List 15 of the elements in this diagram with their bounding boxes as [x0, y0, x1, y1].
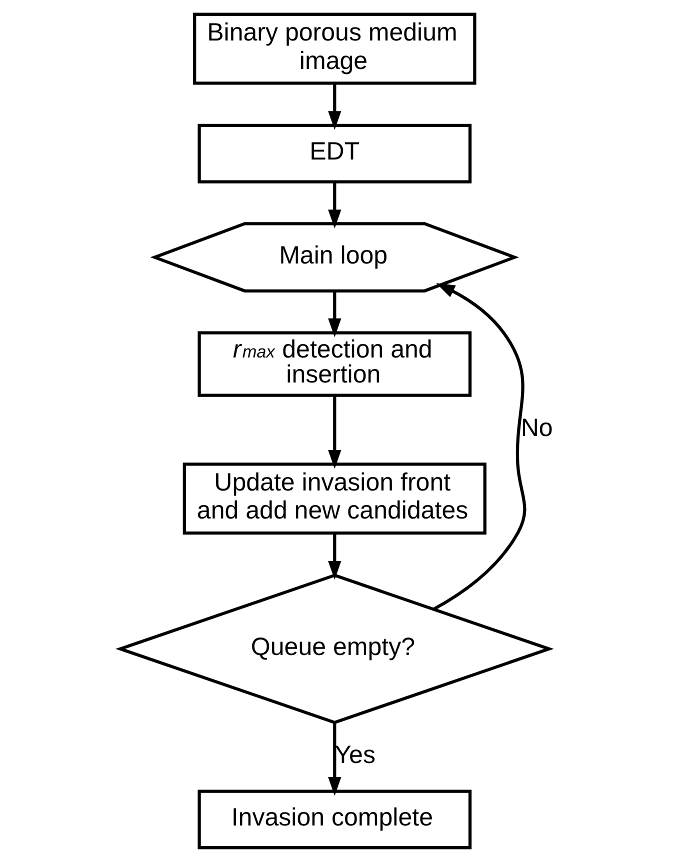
- arrow: [328, 722, 342, 796]
- node-box: Invasion complete: [198, 790, 472, 850]
- arrow: [328, 290, 342, 338]
- node-box: EDT: [198, 124, 472, 184]
- node-diamond: Queue empty?: [115, 574, 554, 724]
- node-box: Update invasion front and add new candidates: [182, 462, 486, 535]
- edge-label: No: [520, 414, 553, 442]
- node-box: rmax detection and insertion: [198, 331, 472, 397]
- arrow: [433, 283, 526, 610]
- edge-label: Yes: [334, 740, 376, 769]
- arrow: [328, 534, 342, 580]
- arrow: [328, 84, 342, 130]
- arrow: [328, 395, 342, 469]
- node-box: Binary porous medium image: [193, 12, 476, 85]
- arrow: [328, 182, 342, 228]
